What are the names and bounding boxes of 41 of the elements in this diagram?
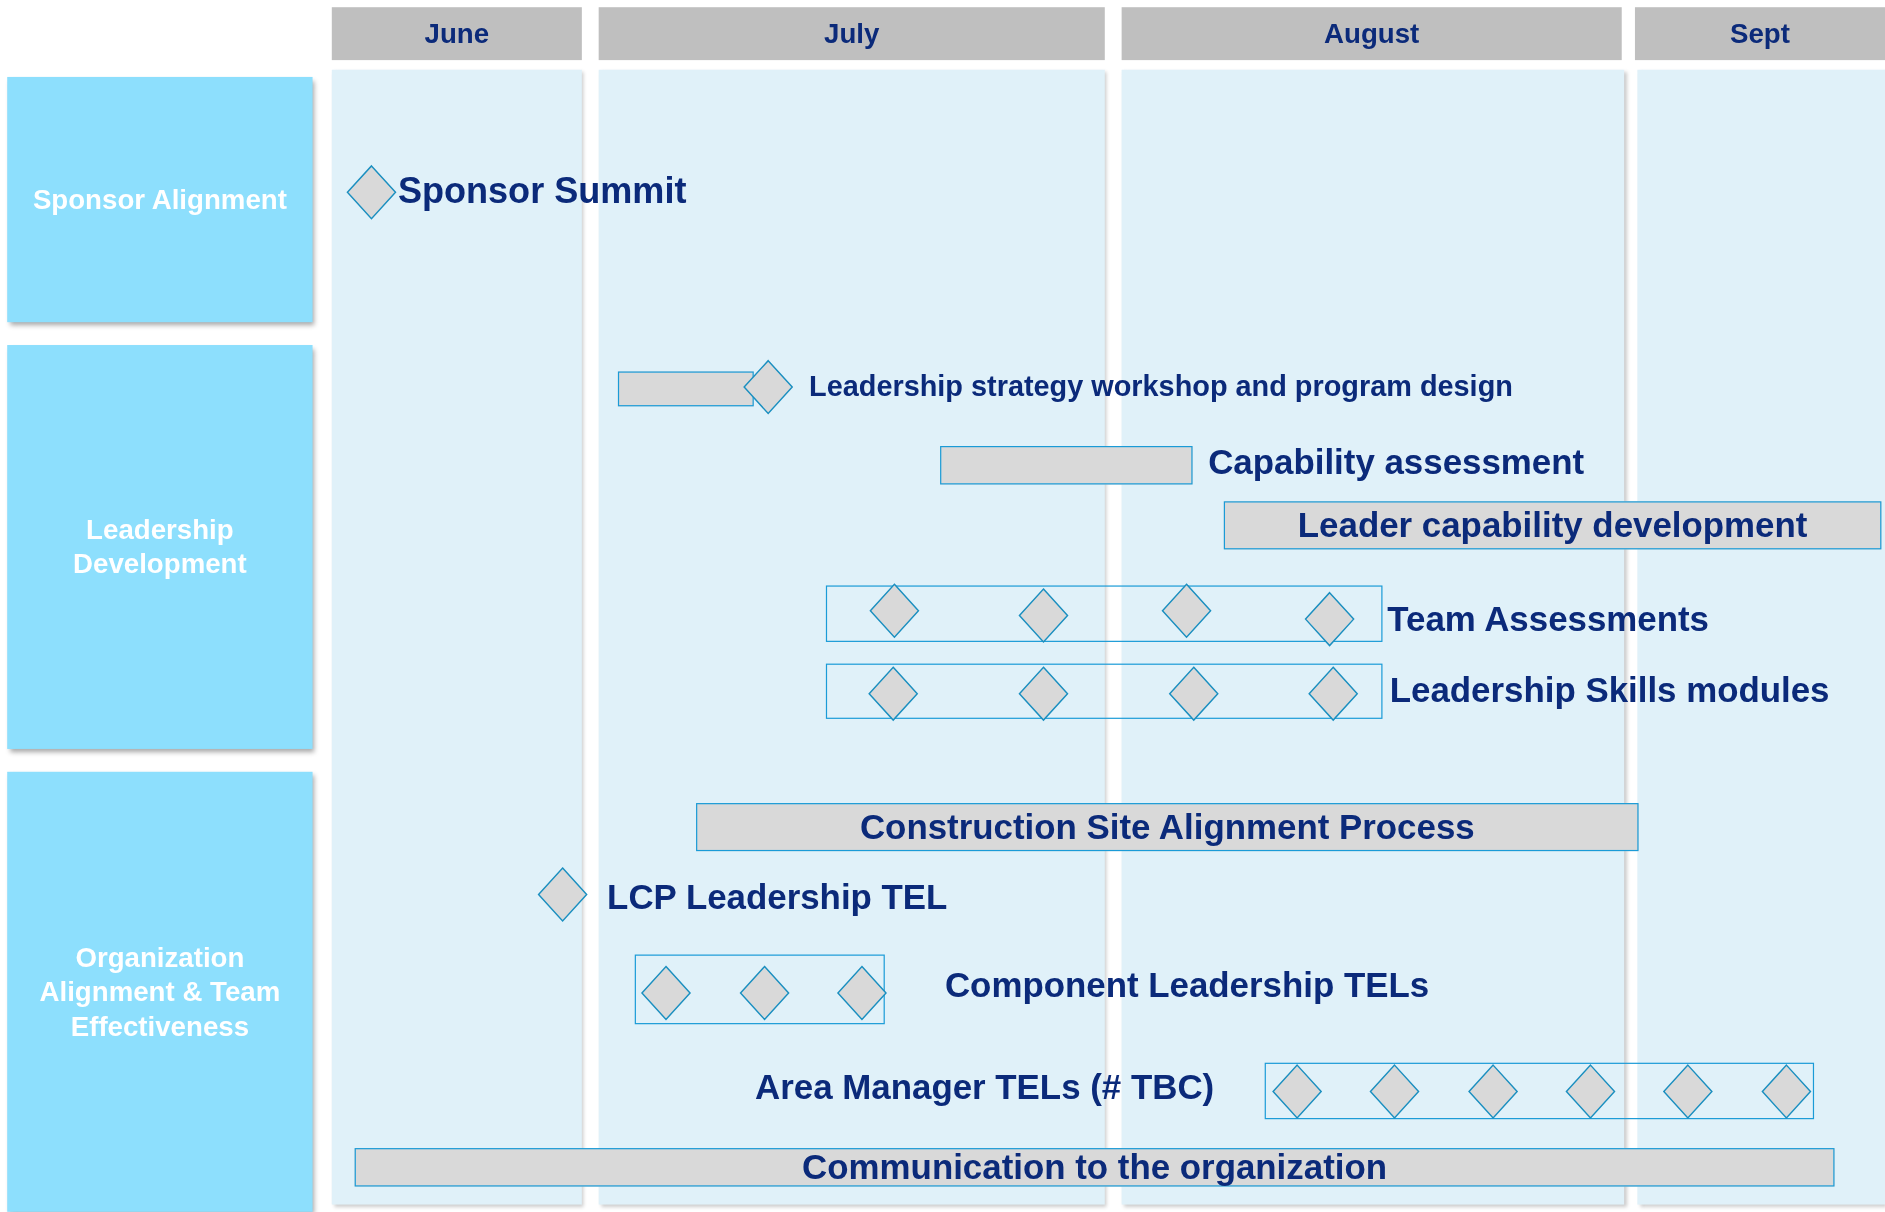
- task-label: Team Assessments: [1387, 602, 1709, 638]
- task-label: Capability assessment: [1208, 444, 1585, 480]
- milestone-diamond: [537, 866, 588, 923]
- task-bar: Leader capability development: [1223, 501, 1882, 550]
- milestone-diamond: [1161, 583, 1212, 639]
- month-header: Sept: [1634, 7, 1885, 61]
- milestone-diamond: [1018, 666, 1069, 722]
- milestone-diamond: [1168, 666, 1219, 722]
- task-bar: Communication to the organization: [354, 1148, 1835, 1187]
- milestone-diamond: [867, 666, 919, 722]
- month-header: June: [331, 7, 582, 61]
- milestone-diamond: [1271, 1063, 1323, 1120]
- task-bar: Construction Site Alignment Process: [696, 803, 1639, 852]
- milestone-diamond: [1304, 591, 1355, 647]
- milestone-diamond: [1018, 587, 1069, 644]
- milestone-diamond: [1467, 1063, 1519, 1120]
- month-header: August: [1121, 7, 1622, 61]
- task-label: Sponsor Summit: [397, 172, 687, 209]
- swimlane-header: Sponsor Alignment: [7, 76, 313, 323]
- milestone-diamond: [1565, 1063, 1616, 1120]
- milestone-group-box: [1264, 1062, 1815, 1120]
- task-label: LCP Leadership TEL: [607, 880, 948, 915]
- task-label: Area Manager TELs (# TBC): [755, 1070, 1215, 1105]
- milestone-diamond: [640, 965, 692, 1021]
- milestone-diamond: [1761, 1063, 1812, 1120]
- milestone-diamond: [1662, 1063, 1714, 1120]
- milestone-diamond: [1369, 1063, 1420, 1120]
- month-header: July: [598, 7, 1105, 61]
- task-label: Component Leadership TELs: [944, 967, 1430, 1003]
- swimlane-header: Leadership Development: [7, 345, 313, 749]
- milestone-diamond: [1307, 666, 1359, 722]
- task-bar: [617, 371, 754, 407]
- task-label: Leadership Skills modules: [1389, 673, 1830, 709]
- milestone-diamond: [742, 359, 794, 415]
- task-label: Leadership strategy workshop and program design: [809, 371, 1513, 401]
- task-bar: [940, 446, 1193, 485]
- milestone-diamond: [346, 164, 397, 220]
- milestone-diamond: [869, 583, 920, 639]
- milestone-diamond: [836, 965, 888, 1021]
- swimlane-header: Organization Alignment & Team Effectiveness: [7, 771, 313, 1212]
- milestone-diamond: [739, 965, 790, 1021]
